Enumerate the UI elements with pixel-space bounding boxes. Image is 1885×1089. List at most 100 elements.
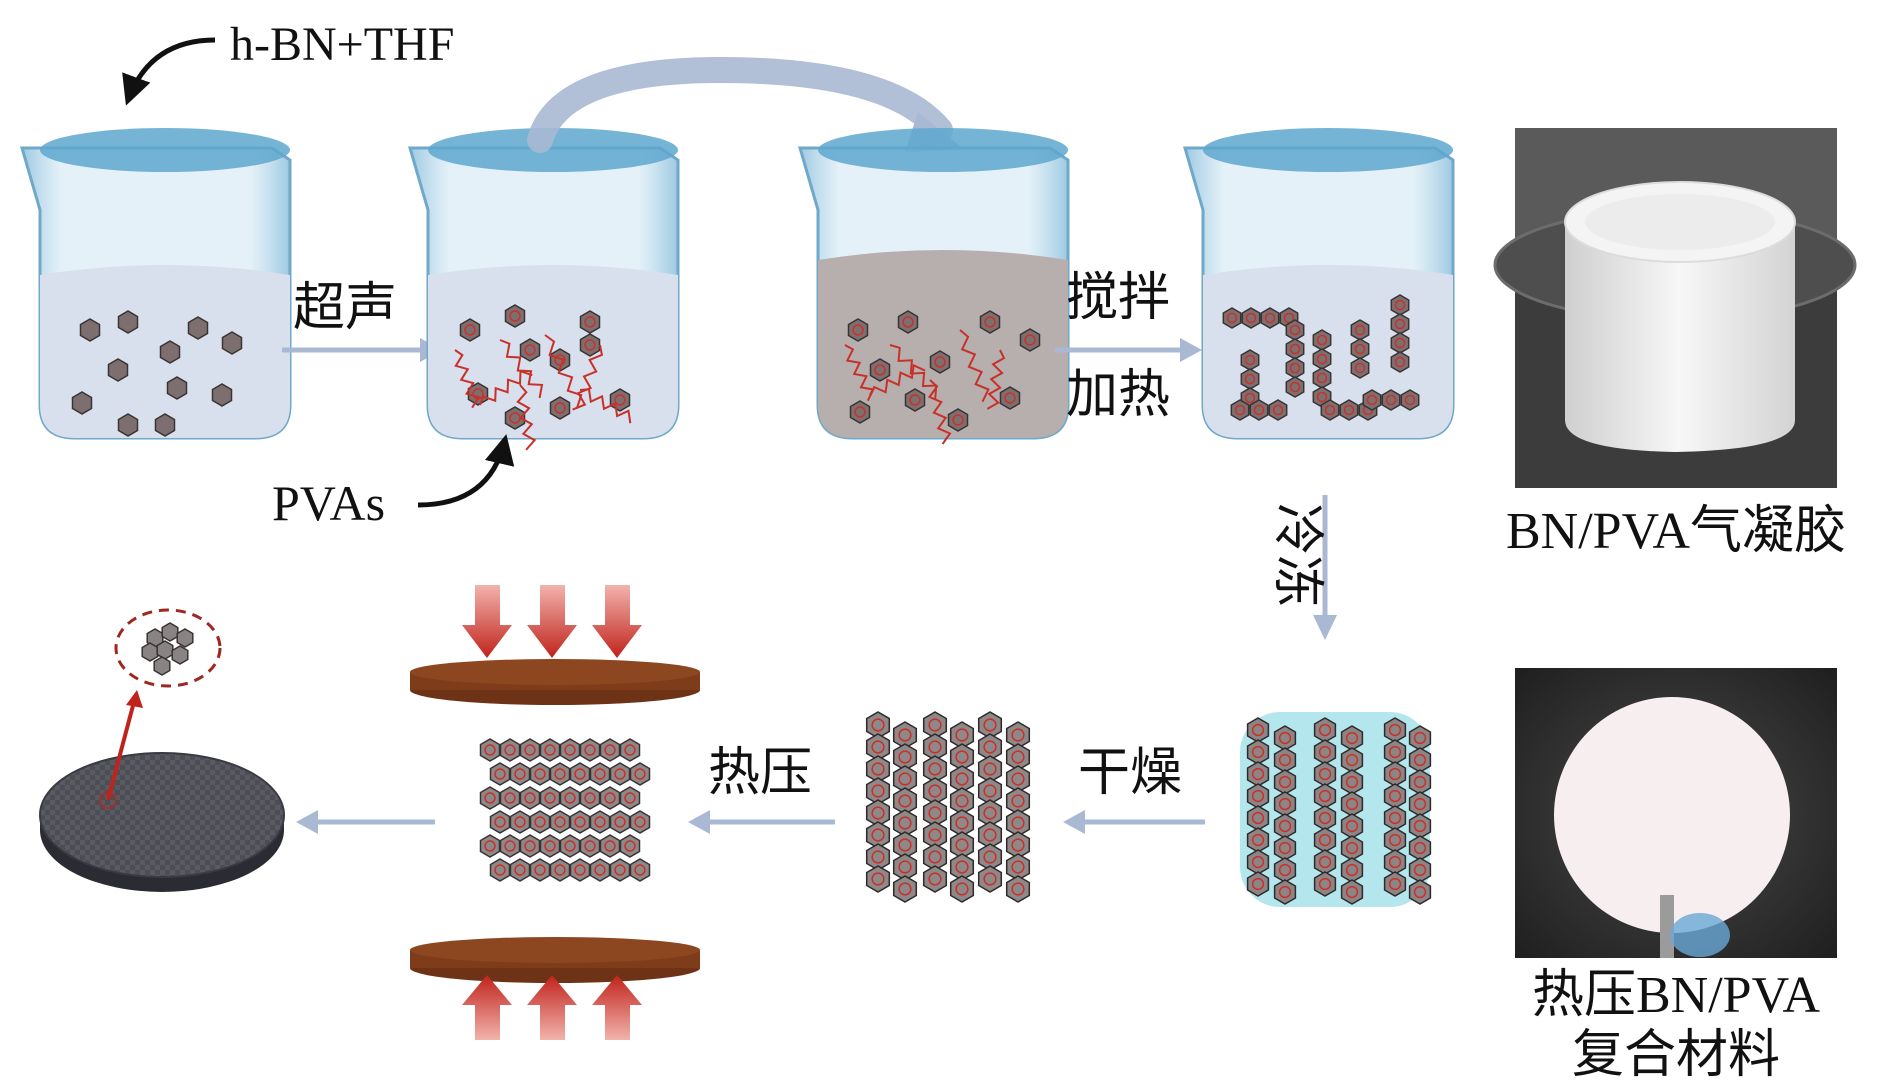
bn-hexagon (479, 786, 501, 810)
polymer-coil (1316, 334, 1328, 346)
bn-hexagon (489, 762, 511, 786)
polymer-coil (584, 840, 596, 852)
label-hot-press: 热压 (708, 745, 812, 802)
bn-hexagon (579, 786, 601, 810)
polymer-coil (1413, 731, 1427, 745)
bn-hexagon (1339, 399, 1359, 421)
label-dry: 干燥 (1078, 745, 1182, 802)
bn-hexagon (865, 865, 891, 893)
bn-hexagon (499, 834, 521, 858)
polymer-coil (514, 864, 526, 876)
pva-chain (572, 344, 604, 411)
composite-photo (1515, 668, 1837, 958)
bn-hexagon (579, 310, 601, 334)
bn-hexagon (1246, 827, 1270, 853)
bn-hexagon (619, 786, 641, 810)
bn-hexagon (1383, 827, 1407, 853)
polymer-coil (1251, 789, 1265, 803)
pvas-callout: PVAs (272, 434, 515, 531)
bn-hexagon (529, 810, 551, 834)
bn-hexagon (947, 408, 969, 432)
polymer-coil (494, 768, 506, 780)
pva-chain (869, 363, 926, 396)
bn-hexagon (609, 762, 631, 786)
bn-hexagon (922, 865, 948, 893)
polymer-coil (902, 316, 914, 328)
bn-hexagon (1383, 739, 1407, 765)
polymer-coil (1413, 863, 1427, 877)
label-solvent: h-BN+THF (230, 18, 454, 71)
polymer-coil (544, 840, 556, 852)
bn-hexagon (1230, 399, 1250, 421)
bn-hexagon (1383, 761, 1407, 787)
polymer-coil (544, 744, 556, 756)
bn-hexagon (154, 413, 176, 437)
zoom-hex-cluster (141, 622, 194, 676)
polymer-coil (1388, 745, 1402, 759)
polymer-coil (574, 816, 586, 828)
polymer-coil (504, 744, 516, 756)
bn-hexagon (619, 738, 641, 762)
polymer-coil (1388, 767, 1402, 781)
polymer-coil (604, 744, 616, 756)
polymer-coil (1354, 362, 1366, 374)
bn-hexagon (1340, 769, 1364, 795)
polymer-coil (554, 816, 566, 828)
polymer-coil (1234, 404, 1246, 416)
step-arrow-final (296, 810, 435, 834)
pva-chain (579, 388, 632, 424)
polymer-coil (1289, 343, 1301, 355)
bn-hexagon (1383, 717, 1407, 743)
pva-chain (516, 384, 537, 451)
polymer-coil (1251, 833, 1265, 847)
bn-hexagon (1222, 307, 1242, 329)
polymer-coil (1388, 833, 1402, 847)
polymer-coil (955, 772, 969, 786)
polymer-coil (554, 768, 566, 780)
polymer-coil (898, 728, 912, 742)
polymer-coil (1278, 731, 1292, 745)
bn-hexagon (187, 316, 209, 340)
bn-hexagon (929, 350, 951, 374)
polymer-coil (928, 762, 942, 776)
pva-chain (986, 349, 1006, 410)
bn-hexagon (1408, 857, 1432, 883)
bn-hexagon (569, 858, 591, 882)
bn-hexagon (1350, 338, 1370, 360)
label-heat: 加热 (1066, 367, 1170, 424)
bn-hexagon (1273, 747, 1297, 773)
bn-hexagon (1383, 783, 1407, 809)
polymer-coil (614, 864, 626, 876)
bn-hexagon (1408, 813, 1432, 839)
polymer-coil (1413, 797, 1427, 811)
polymer-coil (574, 864, 586, 876)
polymer-coil (614, 768, 626, 780)
bn-hexagon (849, 400, 871, 424)
beaker-1-bn-thf (20, 128, 292, 440)
polymer-coil (1011, 772, 1025, 786)
polymer-coil (1345, 797, 1359, 811)
polymer-coil (1278, 775, 1292, 789)
polymer-coil (1226, 312, 1238, 324)
polymer-coil (1283, 312, 1295, 324)
bn-hexagon (1313, 871, 1337, 897)
pva-chain (927, 379, 952, 445)
bn-hexagon (892, 875, 918, 903)
polymer-coil (1011, 838, 1025, 852)
polymer-coil (1316, 353, 1328, 365)
bn-hexagon (1383, 849, 1407, 875)
polymer-coil (1278, 819, 1292, 833)
polymer-coil (898, 860, 912, 874)
polymer-coil (871, 740, 885, 754)
bn-hexagon (1383, 805, 1407, 831)
bn-hexagon (509, 858, 531, 882)
polymer-coil (1289, 362, 1301, 374)
bn-hexagon (156, 640, 174, 660)
bn-hexagon (529, 762, 551, 786)
bn-hexagon (904, 388, 926, 412)
bn-hexagon (1313, 827, 1337, 853)
polymer-coil (898, 882, 912, 896)
polymer-coil (874, 364, 886, 376)
polymer-coil (1024, 334, 1036, 346)
polymer-coil (564, 840, 576, 852)
